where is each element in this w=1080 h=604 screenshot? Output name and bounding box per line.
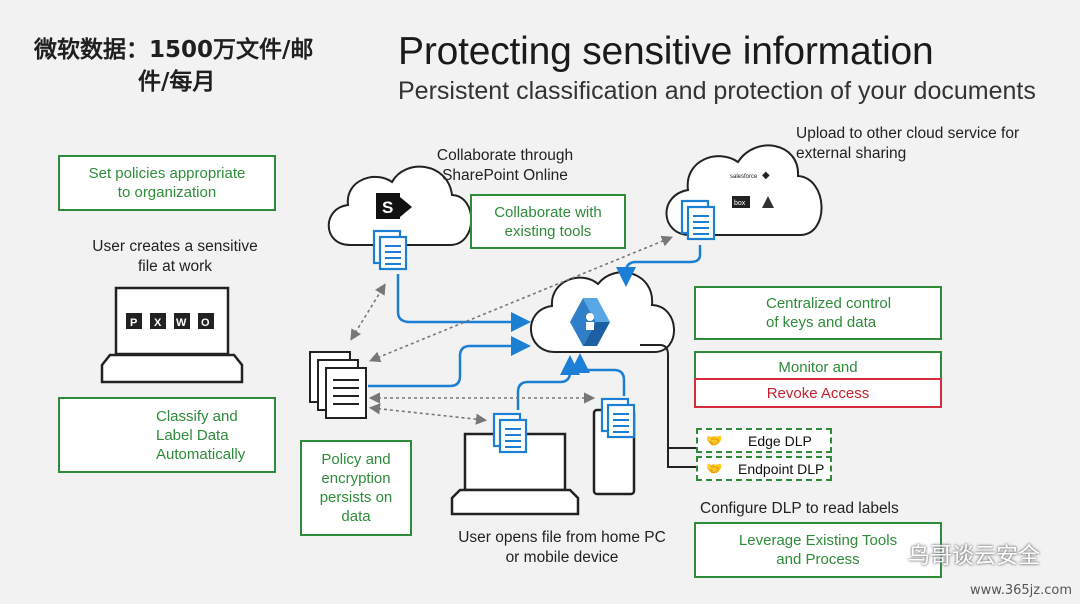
svg-text:X: X: [154, 317, 162, 329]
svg-text:W: W: [176, 317, 187, 329]
sharepoint-document-icon: [372, 229, 408, 271]
handshake-icon: 🤝: [706, 432, 723, 448]
box-set-policies: Set policies appropriate to organization: [58, 155, 276, 211]
cloud-service-logos: salesforce ◆ box: [730, 170, 774, 208]
chinese-title-line1: 微软数据：1500万文件/邮: [34, 37, 314, 63]
label-user-creates: User creates a sensitive file at work: [92, 238, 258, 275]
box-monitor: Monitor and: [694, 351, 942, 381]
office-apps-icons: P X W O: [126, 313, 214, 329]
endpoint-dlp-label: Endpoint DLP: [738, 460, 825, 477]
sharepoint-logo-icon: S: [376, 193, 412, 219]
chinese-title: 微软数据：1500万文件/邮 件/每月: [34, 34, 313, 98]
page-subtitle: Persistent classification and protection…: [398, 77, 1036, 105]
box-revoke-access: Revoke Access: [694, 378, 942, 408]
home-laptop-document-icon: [492, 412, 528, 454]
svg-text:◆: ◆: [762, 170, 770, 181]
svg-text:P: P: [130, 317, 137, 329]
box-centralized-control: Centralized control of keys and data: [694, 286, 942, 340]
watermark-url: www.365jz.com: [970, 583, 1072, 598]
chinese-title-line2: 件/每月: [138, 69, 216, 95]
label-collaborate-sharepoint: Collaborate through SharePoint Online: [436, 147, 574, 184]
page-title: Protecting sensitive information: [398, 30, 934, 73]
svg-text:salesforce: salesforce: [730, 174, 758, 180]
external-cloud-document-icon: [680, 199, 716, 241]
svg-text:S: S: [382, 198, 393, 217]
work-laptop-icon: [100, 286, 244, 384]
handshake-icon: 🤝: [706, 460, 723, 476]
central-document-icon: [309, 351, 367, 419]
svg-text:box: box: [734, 200, 746, 207]
box-classify-label: Classify and Label Data Automatically: [58, 397, 276, 473]
label-user-opens: User opens file from home PC or mobile d…: [458, 529, 666, 566]
label-configure-dlp: Configure DLP to read labels: [700, 500, 899, 517]
box-edge-dlp: 🤝 Edge DLP: [696, 428, 832, 453]
mobile-document-icon: [600, 397, 636, 439]
box-policy-persists: Policy and encryption persists on data: [300, 440, 412, 536]
edge-dlp-label: Edge DLP: [748, 432, 812, 449]
box-endpoint-dlp: 🤝 Endpoint DLP: [696, 456, 832, 481]
watermark-text: 鸟哥谈云安全: [907, 544, 1040, 569]
label-upload-cloud: Upload to other cloud service for extern…: [796, 125, 1020, 162]
svg-text:O: O: [201, 317, 210, 329]
box-leverage-tools: Leverage Existing Tools and Process: [694, 522, 942, 578]
home-laptop-icon: [450, 432, 580, 516]
box-collaborate-tools: Collaborate with existing tools: [470, 194, 626, 249]
